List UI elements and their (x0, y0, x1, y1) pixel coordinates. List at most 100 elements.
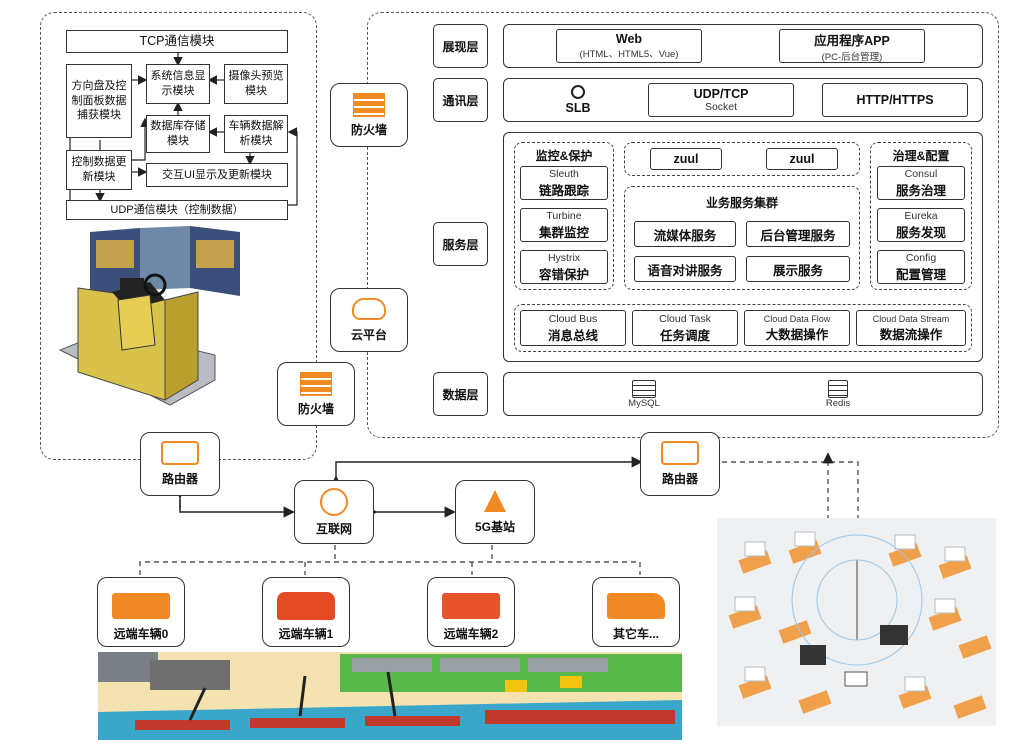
database-storage-module: 数据库存储模块 (146, 115, 210, 153)
firewall-bottom-label: 防火墙 (297, 401, 334, 416)
tractor-icon (277, 592, 335, 620)
cloud-task-cn: 任务调度 (659, 328, 710, 343)
http-https: HTTP/HTTPS (822, 83, 968, 117)
other-vehicles-label: 其它车... (612, 627, 659, 641)
remote-vehicle-2-label: 远端车辆2 (443, 627, 499, 641)
cloud-task-en: Cloud Task (659, 312, 711, 325)
cloud-bus-en: Cloud Bus (548, 312, 598, 325)
zuul-1-label: zuul (673, 152, 699, 166)
config-en: Config (905, 251, 937, 264)
sleuth-cn: 链路跟踪 (538, 183, 589, 198)
sleuth-cell: Sleuth 链路跟踪 (520, 166, 608, 200)
redis-icon (828, 379, 848, 398)
data-row (503, 372, 983, 416)
eureka-en: Eureka (904, 209, 938, 222)
zuul-group (624, 142, 860, 176)
stream-media-service: 流媒体服务 (634, 221, 736, 247)
consul-cn: 服务治理 (895, 183, 946, 198)
mysql-icon (632, 379, 656, 398)
globe-icon (320, 487, 348, 516)
remote-vehicle-0: 远端车辆0 (97, 577, 185, 647)
voice-intercom-service: 语音对讲服务 (634, 256, 736, 282)
monitor-title: 监控&保护 (535, 149, 593, 163)
display-label: 展示服务 (772, 263, 823, 278)
redis-node: Redis (806, 376, 870, 412)
turbine-en: Turbine (546, 209, 582, 222)
zuul-2-label: zuul (789, 152, 815, 166)
app-client: 应用程序APP (PC-后台管理) (779, 29, 925, 63)
firewall-top-label: 防火墙 (350, 122, 387, 137)
slb-node: SLB (548, 82, 608, 118)
display-service: 展示服务 (746, 256, 850, 282)
hystrix-cell: Hystrix 容错保护 (520, 250, 608, 284)
voice-label: 语音对讲服务 (647, 263, 723, 278)
firewall-bottom: 防火墙 (277, 362, 355, 426)
zuul-gateway-1: zuul (650, 148, 722, 170)
slb-label: SLB (565, 101, 591, 115)
backend-mgmt-label: 后台管理服务 (760, 228, 836, 243)
http-label: HTTP/HTTPS (856, 93, 934, 107)
web-subtitle: (HTML、HTML5、Vue) (579, 49, 679, 60)
internet-label: 互联网 (315, 521, 352, 536)
cloud-task-cell: Cloud Task 任务调度 (632, 310, 738, 346)
business-cluster-title: 业务服务集群 (705, 196, 778, 210)
udp-tcp-subtitle: Socket (704, 101, 738, 113)
router-left: 路由器 (140, 432, 220, 496)
router-right: 路由器 (640, 432, 720, 496)
internet-node: 互联网 (294, 480, 374, 544)
dump-truck-icon (442, 593, 500, 619)
router-left-label: 路由器 (161, 472, 198, 486)
layer-presentation: 展现层 (433, 24, 488, 68)
consul-cell: Consul 服务治理 (877, 166, 965, 200)
firewall-icon (353, 92, 385, 117)
cloud-tools-group (514, 304, 972, 352)
consul-en: Consul (904, 167, 938, 180)
router-icon (161, 441, 199, 465)
camera-preview-module: 摄像头预览模块 (224, 64, 288, 104)
layer-communication: 通讯层 (433, 78, 488, 122)
router-right-label: 路由器 (661, 472, 698, 486)
mysql-label: MySQL (628, 397, 660, 409)
vehicle-parse-module: 车辆数据解析模块 (224, 115, 288, 153)
layer-service: 服务层 (433, 222, 488, 266)
eureka-cn: 服务发现 (895, 225, 946, 240)
web-title: Web (615, 32, 643, 46)
turbine-cell: Turbine 集群监控 (520, 208, 608, 242)
steering-capture-module: 方向盘及控制面板数据捕获模块 (66, 64, 132, 138)
other-vehicles: 其它车... (592, 577, 680, 647)
sleuth-en: Sleuth (549, 167, 579, 180)
cloud-bus-cell: Cloud Bus 消息总线 (520, 310, 626, 346)
app-subtitle: (PC-后台管理) (821, 51, 883, 63)
governance-group (870, 142, 972, 290)
mysql-node: MySQL (612, 376, 676, 412)
remote-vehicle-2: 远端车辆2 (427, 577, 515, 647)
cloud-data-stream-cn: 数据流操作 (879, 327, 943, 342)
hystrix-cn: 容错保护 (538, 267, 589, 282)
monitor-group (514, 142, 614, 290)
cloud-data-stream-cell: Cloud Data Stream 数据流操作 (856, 310, 966, 346)
loader-icon (607, 593, 665, 619)
web-client: Web (HTML、HTML5、Vue) (556, 29, 702, 63)
remote-vehicle-1: 远端车辆1 (262, 577, 350, 647)
remote-vehicle-1-label: 远端车辆1 (278, 627, 334, 641)
interact-ui-module: 交互UI显示及更新模块 (146, 163, 288, 187)
udp-module: UDP通信模块（控制数据） (66, 200, 288, 220)
firewall-icon (300, 371, 332, 396)
cloud-data-flow-cell: Cloud Data Flow 大数据操作 (744, 310, 850, 346)
firewall-top: 防火墙 (330, 83, 408, 147)
paver-icon (112, 593, 170, 619)
slb-icon (571, 85, 585, 99)
remote-vehicle-0-label: 远端车辆0 (113, 627, 169, 641)
cloud-bus-cn: 消息总线 (547, 328, 598, 343)
udp-tcp-title: UDP/TCP (693, 87, 749, 101)
config-cell: Config 配置管理 (877, 250, 965, 284)
cloud-icon (352, 297, 386, 320)
app-title: 应用程序APP (814, 33, 890, 48)
cloud-platform-label: 云平台 (350, 327, 387, 342)
zuul-gateway-2: zuul (766, 148, 838, 170)
governance-title: 治理&配置 (892, 149, 950, 163)
cloud-data-flow-en: Cloud Data Flow (763, 313, 831, 324)
